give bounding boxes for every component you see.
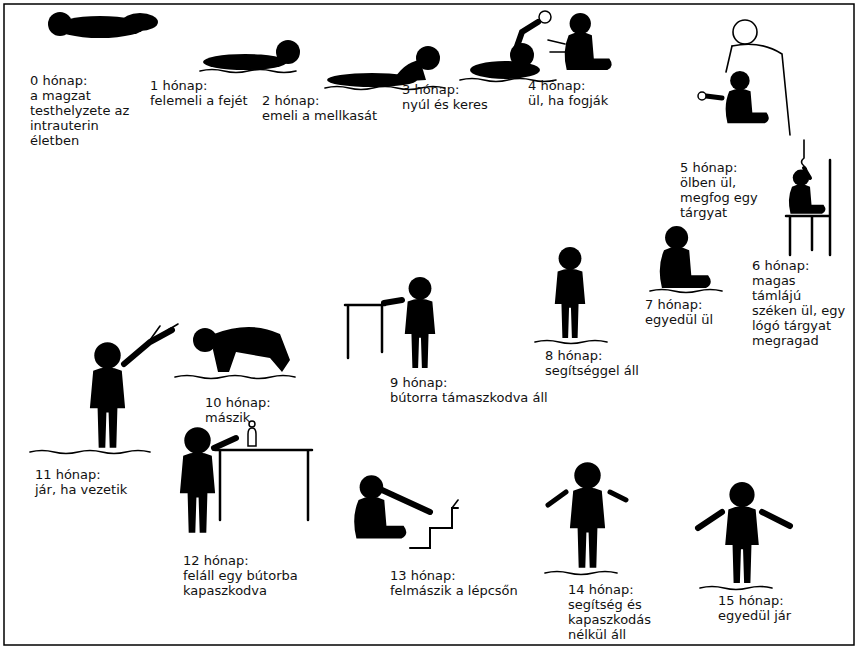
month-heading: 4 hónap: [528,78,585,93]
month-heading: 3 hónap: [402,82,459,97]
milestone-caption: mászik [205,410,295,425]
month-heading: 10 hónap: [205,395,271,410]
month-heading: 2 hónap: [262,93,319,108]
milestone-caption: magas támlájú széken ül, egy lógó tárgya… [752,273,848,348]
milestone-caption: ül, ha fogják [528,93,632,108]
month-heading: 12 hónap: [183,553,249,568]
milestone-caption: ölben ül, megfog egy tárgyat [680,175,766,220]
milestone-caption: felmászik a lépcsőn [390,583,560,598]
milestone-caption: feláll egy bútorba kapaszkodva [183,568,325,598]
month-heading: 6 hónap: [752,258,809,273]
milestone-caption: bútorra támaszkodva áll [390,390,600,405]
month-heading: 0 hónap: [30,73,87,88]
month-heading: 9 hónap: [390,375,447,390]
month-heading: 11 hónap: [35,467,101,482]
milestone-caption: a magzat testhelyzete az intrauterin éle… [30,88,138,148]
month-heading: 14 hónap: [568,582,634,597]
milestone-caption: segítség és kapaszkodás nélkül áll [568,597,672,642]
milestone-caption: emeli a mellkasát [262,108,402,123]
month-heading: 13 hónap: [390,568,456,583]
month-heading: 8 hónap: [545,348,602,363]
milestone-caption: segítséggel áll [545,363,667,378]
milestone-caption: jár, ha vezetik [35,482,167,497]
milestone-caption: felemeli a fejét [150,93,280,108]
milestone-caption: egyedül ül [645,312,737,327]
month-heading: 1 hónap: [150,78,207,93]
milestone-caption: egyedül jár [718,608,828,623]
month-heading: 5 hónap: [680,160,737,175]
milestone-caption: nyúl és keres [402,97,514,112]
month-heading: 7 hónap: [645,297,702,312]
month-heading: 15 hónap: [718,593,784,608]
